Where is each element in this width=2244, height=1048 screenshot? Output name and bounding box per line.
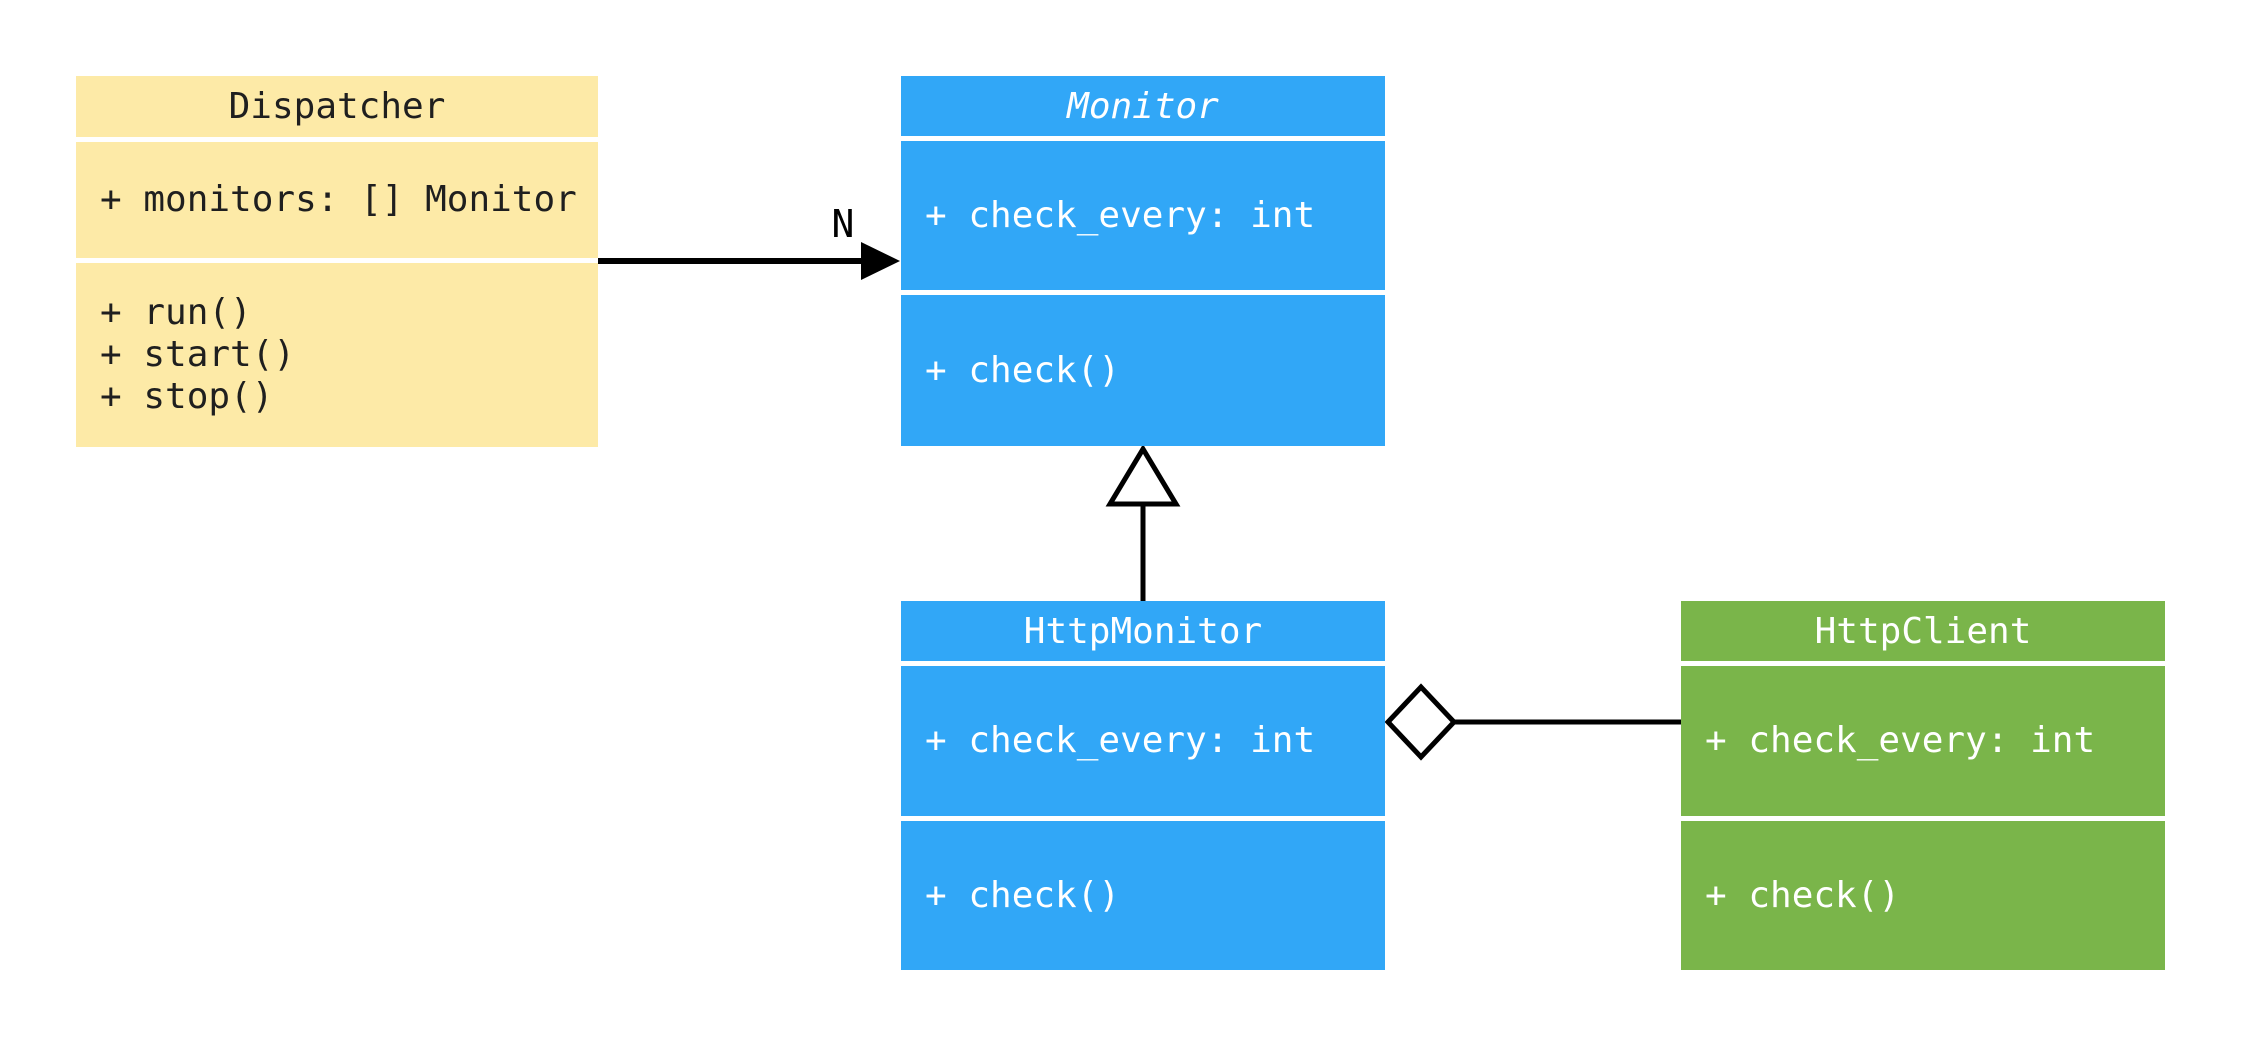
class-title: HttpMonitor	[901, 601, 1385, 661]
class-methods-section: + check()	[901, 821, 1385, 970]
attribute-line: + check_every: int	[925, 194, 1316, 236]
class-methods-section: + run() + start() + stop()	[76, 263, 598, 447]
class-attributes-section: + check_every: int	[1681, 666, 2165, 816]
class-attributes-section: + monitors: [] Monitor	[76, 142, 598, 258]
class-box-monitor: Monitor + check_every: int + check()	[901, 76, 1385, 446]
class-box-httpmonitor: HttpMonitor + check_every: int + check()	[901, 601, 1385, 970]
method-line: + check()	[925, 349, 1121, 391]
attribute-line: + check_every: int	[1705, 720, 2096, 761]
class-box-dispatcher: Dispatcher + monitors: [] Monitor + run(…	[76, 76, 598, 447]
multiplicity-label: N	[831, 202, 855, 246]
inheritance-triangle-icon	[1105, 444, 1181, 507]
class-methods-section: + check()	[901, 295, 1385, 446]
class-title: HttpClient	[1681, 601, 2165, 661]
class-title-abstract: Monitor	[901, 76, 1385, 136]
association-arrowhead-icon	[861, 242, 900, 280]
attribute-line: + check_every: int	[925, 720, 1316, 761]
class-title: Dispatcher	[76, 76, 598, 137]
attribute-line: + monitors: [] Monitor	[100, 179, 577, 220]
method-line: + start()	[100, 334, 296, 375]
method-line: + check()	[925, 874, 1121, 916]
class-methods-section: + check()	[1681, 821, 2165, 970]
method-line: + run()	[100, 292, 252, 333]
class-attributes-section: + check_every: int	[901, 141, 1385, 290]
class-attributes-section: + check_every: int	[901, 666, 1385, 816]
method-line: + check()	[1705, 874, 1901, 916]
aggregation-diamond-icon	[1384, 683, 1458, 761]
class-box-httpclient: HttpClient + check_every: int + check()	[1681, 601, 2165, 970]
method-line: + stop()	[100, 376, 274, 417]
